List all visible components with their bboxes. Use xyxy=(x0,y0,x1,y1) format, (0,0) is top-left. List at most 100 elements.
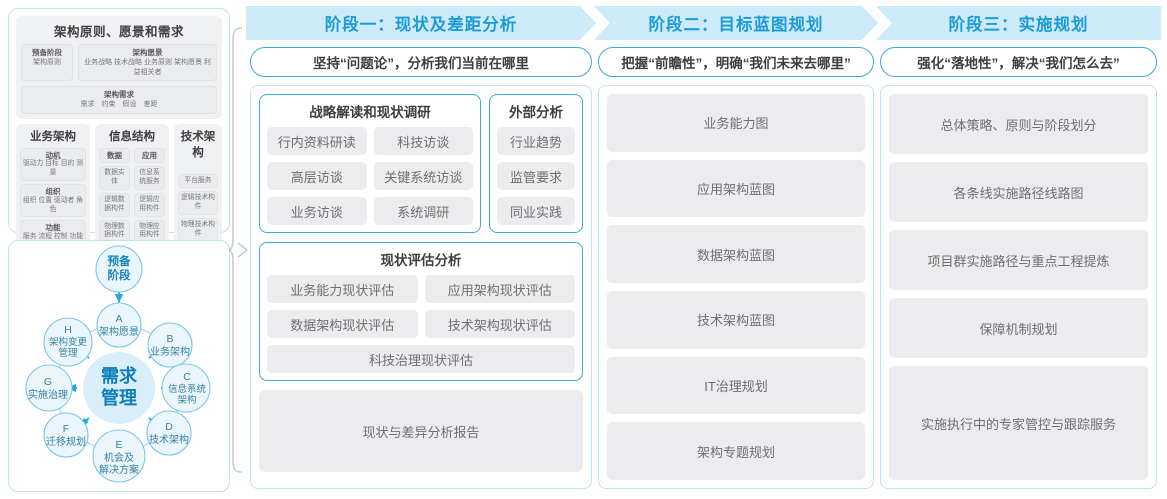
chip-business-interview[interactable]: 业务访谈 xyxy=(267,197,367,225)
pillar-technology-architecture: 技术架构 平台服务 逻辑技术构件 物理技术构件 xyxy=(174,123,222,250)
chip-system-survey[interactable]: 系统调研 xyxy=(373,197,473,225)
chip-data-architecture-blueprint[interactable]: 数据架构蓝图 xyxy=(607,225,865,284)
physical-application-component-label: 物理应用构件 xyxy=(139,222,160,239)
phase-3-item-list: 总体策略、原则与阶段划分 各条线实施路径线路图 项目群实施路径与重点工程提炼 保… xyxy=(889,94,1148,480)
cycle-node-e-label-1: 机会及 xyxy=(104,451,134,464)
cycle-node-f-label: 迁移规划 xyxy=(46,435,86,448)
cycle-node-d-label: 技术架构 xyxy=(149,433,189,446)
external-analysis-row-1: 监管要求 xyxy=(497,162,575,190)
strategy-research-row-2: 业务访谈 系统调研 xyxy=(267,197,473,225)
adm-cycle-panel: 需求 管理 预备 xyxy=(8,240,230,492)
chip-business-capability-assessment[interactable]: 业务能力现状评估 xyxy=(267,275,418,303)
external-analysis-row-0: 行业趋势 xyxy=(497,127,575,155)
technology-item-1: 逻辑技术构件 xyxy=(178,191,218,216)
pillar-business-item-0: 动机 驱动力 目标 目的 测量 xyxy=(20,147,86,181)
cycle-node-g xyxy=(25,364,73,412)
phase-1-banner-shape xyxy=(246,6,596,40)
chip-architecture-topic-planning[interactable]: 架构专题规划 xyxy=(607,422,865,481)
chip-overall-strategy-principles-phasing[interactable]: 总体策略、原则与阶段划分 xyxy=(889,94,1148,154)
architecture-vision-cell: 架构愿景 业务战略 技术战略 业务原则 架构愿景 利益相关者 xyxy=(78,44,217,81)
architecture-vision-label: 架构愿景 xyxy=(132,48,163,57)
application-item-1: 逻辑应用构件 xyxy=(134,192,165,217)
information-data-column: 数据 数据实体 逻辑数据构件 物理数据构件 xyxy=(99,147,130,244)
cycle-node-c-label-1: 信息系统 xyxy=(168,383,207,395)
cycle-node-h-label-2: 管理 xyxy=(58,347,78,359)
chip-technology-architecture-blueprint[interactable]: 技术架构蓝图 xyxy=(607,291,865,349)
phase-2-banner-shape xyxy=(594,6,878,40)
function-label: 功能 xyxy=(45,223,61,233)
chip-it-governance-assessment[interactable]: 科技治理现状评估 xyxy=(267,345,575,373)
left-column: 架构原则、愿景和需求 预备阶段 架构原则 架构愿景 业务战略 技术战略 业务原则… xyxy=(8,8,230,492)
assessment-row-2: 科技治理现状评估 xyxy=(267,345,575,373)
chip-program-implementation-path[interactable]: 项目群实施路径与重点工程提炼 xyxy=(889,230,1148,290)
phase-3-banner-label: 阶段三：实施规划 xyxy=(948,16,1089,34)
phase-3-banner-shape xyxy=(876,6,1161,40)
physical-data-component-label: 物理数据构件 xyxy=(104,222,125,239)
cycle-node-c-key: C xyxy=(183,371,191,383)
adm-cycle-diagram: 需求 管理 预备 xyxy=(25,245,211,483)
chip-key-system-interview[interactable]: 关键系统访谈 xyxy=(373,162,473,190)
chip-it-governance-planning[interactable]: IT治理规划 xyxy=(607,356,865,415)
cycle-node-h xyxy=(43,317,93,367)
strategy-research-row-0: 行内资料研读 科技访谈 xyxy=(267,127,473,155)
left-to-phase-bracket xyxy=(228,27,248,473)
chip-peer-practice[interactable]: 同业实践 xyxy=(497,197,575,225)
phase-1-subtitle: 坚持“问题论”，分析我们当前在哪里 xyxy=(250,47,592,77)
cycle-center-line1: 需求 xyxy=(101,365,138,386)
strategy-research-group: 战略解读和现状调研 行内资料研读 科技访谈 高层访谈 关键系统访谈 业务访谈 系… xyxy=(259,94,481,233)
chip-application-architecture-assessment[interactable]: 应用架构现状评估 xyxy=(424,275,575,303)
phase-3-banner[interactable]: 阶段三：实施规划 xyxy=(876,6,1161,40)
phase-2-banner[interactable]: 阶段二：目标蓝图规划 xyxy=(594,6,878,40)
chip-industry-trend[interactable]: 行业趋势 xyxy=(497,127,575,155)
cycle-node-d-key: D xyxy=(165,421,173,433)
phase-1-subtitle-text: 坚持“问题论”，分析我们当前在哪里 xyxy=(313,56,529,71)
application-label: 应用 xyxy=(142,150,157,160)
current-state-assessment-group: 现状评估分析 业务能力现状评估 应用架构现状评估 数据架构现状评估 技术架构现状… xyxy=(259,242,583,381)
phase-2-body: 业务能力图 应用架构蓝图 数据架构蓝图 技术架构蓝图 IT治理规划 架构专题规划 xyxy=(598,85,874,489)
platform-service-label: 平台服务 xyxy=(184,176,212,184)
pillar-business-item-1: 组织 组织 位置 驱动者 角色 xyxy=(20,183,86,218)
strategy-research-title: 战略解读和现状调研 xyxy=(309,105,431,120)
chip-technology-interview[interactable]: 科技访谈 xyxy=(373,127,473,155)
phases-container: 阶段一：现状及差距分析 坚持“问题论”，分析我们当前在哪里 战略解读和现状调研 … xyxy=(246,6,1161,494)
phase-2-subtitle: 把握“前瞻性”，明确“我们未来去哪里” xyxy=(598,47,874,77)
cycle-node-c-label-2: 架构 xyxy=(177,394,196,406)
cycle-node-e-key: E xyxy=(115,439,122,451)
cycle-center-circle xyxy=(83,352,155,424)
cycle-node-h-label-1: 架构变更 xyxy=(49,336,88,348)
chip-technology-architecture-assessment[interactable]: 技术架构现状评估 xyxy=(424,310,575,338)
chip-expert-control-tracking-service[interactable]: 实施执行中的专家管控与跟踪服务 xyxy=(889,366,1148,480)
chip-application-architecture-blueprint[interactable]: 应用架构蓝图 xyxy=(607,159,865,218)
logical-technology-component-label: 逻辑技术构件 xyxy=(181,194,215,211)
chip-assurance-mechanism-planning[interactable]: 保障机制规划 xyxy=(889,298,1148,358)
architecture-requirements-cell: 架构需求 需求 约束 假设 差距 xyxy=(21,86,217,114)
logical-data-component-label: 逻辑数据构件 xyxy=(104,195,125,212)
organization-sub: 组织 位置 驱动者 角色 xyxy=(22,196,84,213)
chip-regulatory-requirement[interactable]: 监管要求 xyxy=(497,162,575,190)
information-application-column: 应用 信息系统服务 逻辑应用构件 物理应用构件 xyxy=(134,147,165,244)
phase-2-banner-label: 阶段二：目标蓝图规划 xyxy=(648,16,824,34)
pillar-business-title: 业务架构 xyxy=(30,130,76,143)
chip-line-implementation-roadmap[interactable]: 各条线实施路径线路图 xyxy=(889,162,1148,222)
data-item-0: 数据实体 xyxy=(99,166,130,190)
prelim-phase-label: 预备阶段 xyxy=(32,48,62,57)
chip-executive-interview[interactable]: 高层访谈 xyxy=(267,162,367,190)
phase-1-report-chip[interactable]: 现状与差异分析报告 xyxy=(259,390,583,472)
architecture-principles-block: 架构原则、愿景和需求 预备阶段 架构原则 架构愿景 业务战略 技术战略 业务原则… xyxy=(16,16,222,119)
phase-1-banner[interactable]: 阶段一：现状及差距分析 xyxy=(246,6,596,40)
chip-data-architecture-assessment[interactable]: 数据架构现状评估 xyxy=(267,310,418,338)
cycle-node-f-key: F xyxy=(63,423,69,435)
phase-2-subtitle-text: 把握“前瞻性”，明确“我们未来去哪里” xyxy=(621,56,851,71)
data-label: 数据 xyxy=(107,150,122,160)
organization-label: 组织 xyxy=(45,186,61,196)
chip-business-capability-map[interactable]: 业务能力图 xyxy=(607,94,865,152)
cycle-node-a xyxy=(96,302,142,348)
phase-1-body: 战略解读和现状调研 行内资料研读 科技访谈 高层访谈 关键系统访谈 业务访谈 系… xyxy=(250,85,592,489)
chip-internal-material-review[interactable]: 行内资料研读 xyxy=(267,127,367,155)
cycle-node-e-label-2: 解决方案 xyxy=(99,463,139,476)
phase-2-item-list: 业务能力图 应用架构蓝图 数据架构蓝图 技术架构蓝图 IT治理规划 架构专题规划 xyxy=(607,94,865,481)
cycle-node-g-key: G xyxy=(44,376,52,388)
strategy-research-row-1: 高层访谈 关键系统访谈 xyxy=(267,162,473,190)
prelim-phase-sub: 架构原则 xyxy=(33,59,61,67)
external-analysis-group: 外部分析 行业趋势 监管要求 同业实践 xyxy=(489,94,583,233)
